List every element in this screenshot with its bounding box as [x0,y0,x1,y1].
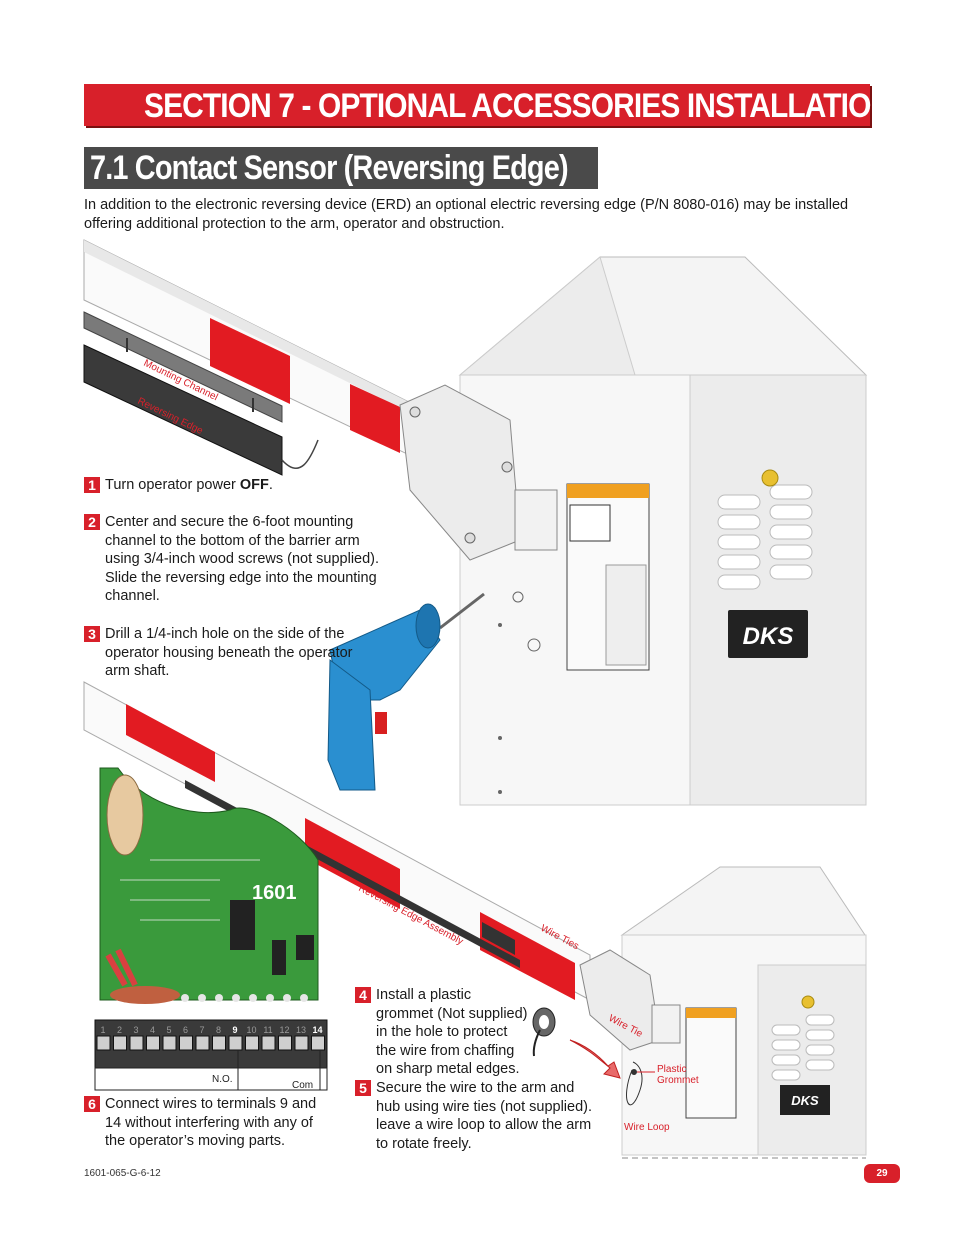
step-6: 6 Connect wires to terminals 9 and 14 wi… [84,1095,329,1151]
terminal-number: 12 [279,1025,289,1035]
subsection-header: 7.1 Contact Sensor (Reversing Edge) [84,147,598,189]
operator-housing-bottom: DKS Wire Tie Plastic Grommet Wire Loop [579,866,867,1159]
section-title: SECTION 7 - OPTIONAL ACCESSORIES INSTALL… [144,87,892,125]
terminal-screw [278,1035,292,1051]
plastic-grommet-label-1: Plastic [657,1064,686,1075]
page-number: 29 [864,1164,900,1183]
terminal-screw [162,1035,177,1051]
document-code: 1601-065-G-6-12 [84,1168,161,1179]
drill-illustration [327,592,485,791]
section-header: SECTION 7 - OPTIONAL ACCESSORIES INSTALL… [84,84,892,126]
brand-logo: DKS [743,623,794,650]
terminal-screw [113,1035,127,1051]
terminal-number: 7 [199,1025,204,1035]
terminal-number: 5 [166,1025,171,1035]
terminal-number: 13 [296,1025,306,1035]
terminal-screw [179,1035,193,1051]
no-label: N.O. [212,1074,233,1085]
terminal-screw [311,1035,325,1051]
terminal-number: 1 [100,1025,105,1035]
operator-housing-top: DKS [458,256,868,806]
terminal-number: 2 [117,1025,122,1035]
step-4: 4 Install a plastic grommet (Not supplie… [355,986,530,1079]
terminal-screw [96,1035,111,1051]
step-2: 2 Center and secure the 6-foot mounting … [84,513,384,606]
terminal-number: 9 [232,1025,237,1035]
grommet-detail [532,1007,621,1079]
terminal-number: 4 [150,1025,155,1035]
terminal-number: 11 [263,1025,272,1035]
subsection-title: 7.1 Contact Sensor (Reversing Edge) [90,149,569,187]
step-1-number: 1 [84,477,100,493]
terminal-screw [261,1035,276,1051]
step-6-number: 6 [84,1096,100,1112]
plastic-grommet-label-2: Grommet [657,1075,699,1086]
terminal-screw [195,1035,210,1051]
step-5-text: Secure the wire to the arm and hub using… [376,1080,593,1152]
com-label: Com [292,1080,313,1091]
step-1-text: Turn operator power [105,477,240,493]
step-4-number: 4 [355,987,371,1003]
terminal-screw [228,1035,243,1051]
step-1: 1 Turn operator power OFF. [84,476,374,495]
board-model-label: 1601 [252,882,297,904]
step-4-text: Install a plastic grommet (Not supplied)… [376,987,528,1077]
terminal-number: 3 [133,1025,138,1035]
step-6-text: Connect wires to terminals 9 and 14 with… [105,1096,317,1149]
terminal-screw [212,1035,226,1051]
step-2-text: Center and secure the 6-foot mounting ch… [105,514,380,604]
terminal-screw [245,1035,259,1051]
step-5: 5 Secure the wire to the arm and hub usi… [355,1079,600,1153]
terminal-screw [129,1035,144,1051]
step-3-number: 3 [84,626,100,642]
step-3-text: Drill a 1/4-inch hole on the side of the… [105,626,353,679]
intro-paragraph: In addition to the electronic reversing … [84,197,849,232]
step-3: 3 Drill a 1/4-inch hole on the side of t… [84,625,354,681]
step-1-emphasis: OFF [239,477,269,493]
terminal-screw [294,1035,309,1051]
step-5-number: 5 [355,1080,371,1096]
wire-loop-label: Wire Loop [624,1122,670,1133]
terminal-number: 6 [183,1025,188,1035]
terminal-number: 10 [246,1025,256,1035]
brand-logo-small: DKS [791,1093,819,1108]
terminal-number: 14 [312,1025,322,1035]
terminal-screw [146,1035,160,1051]
barrier-arm-top: Mounting Channel Reversing Edge [83,239,558,561]
step-2-number: 2 [84,514,100,530]
terminal-number: 8 [216,1025,221,1035]
